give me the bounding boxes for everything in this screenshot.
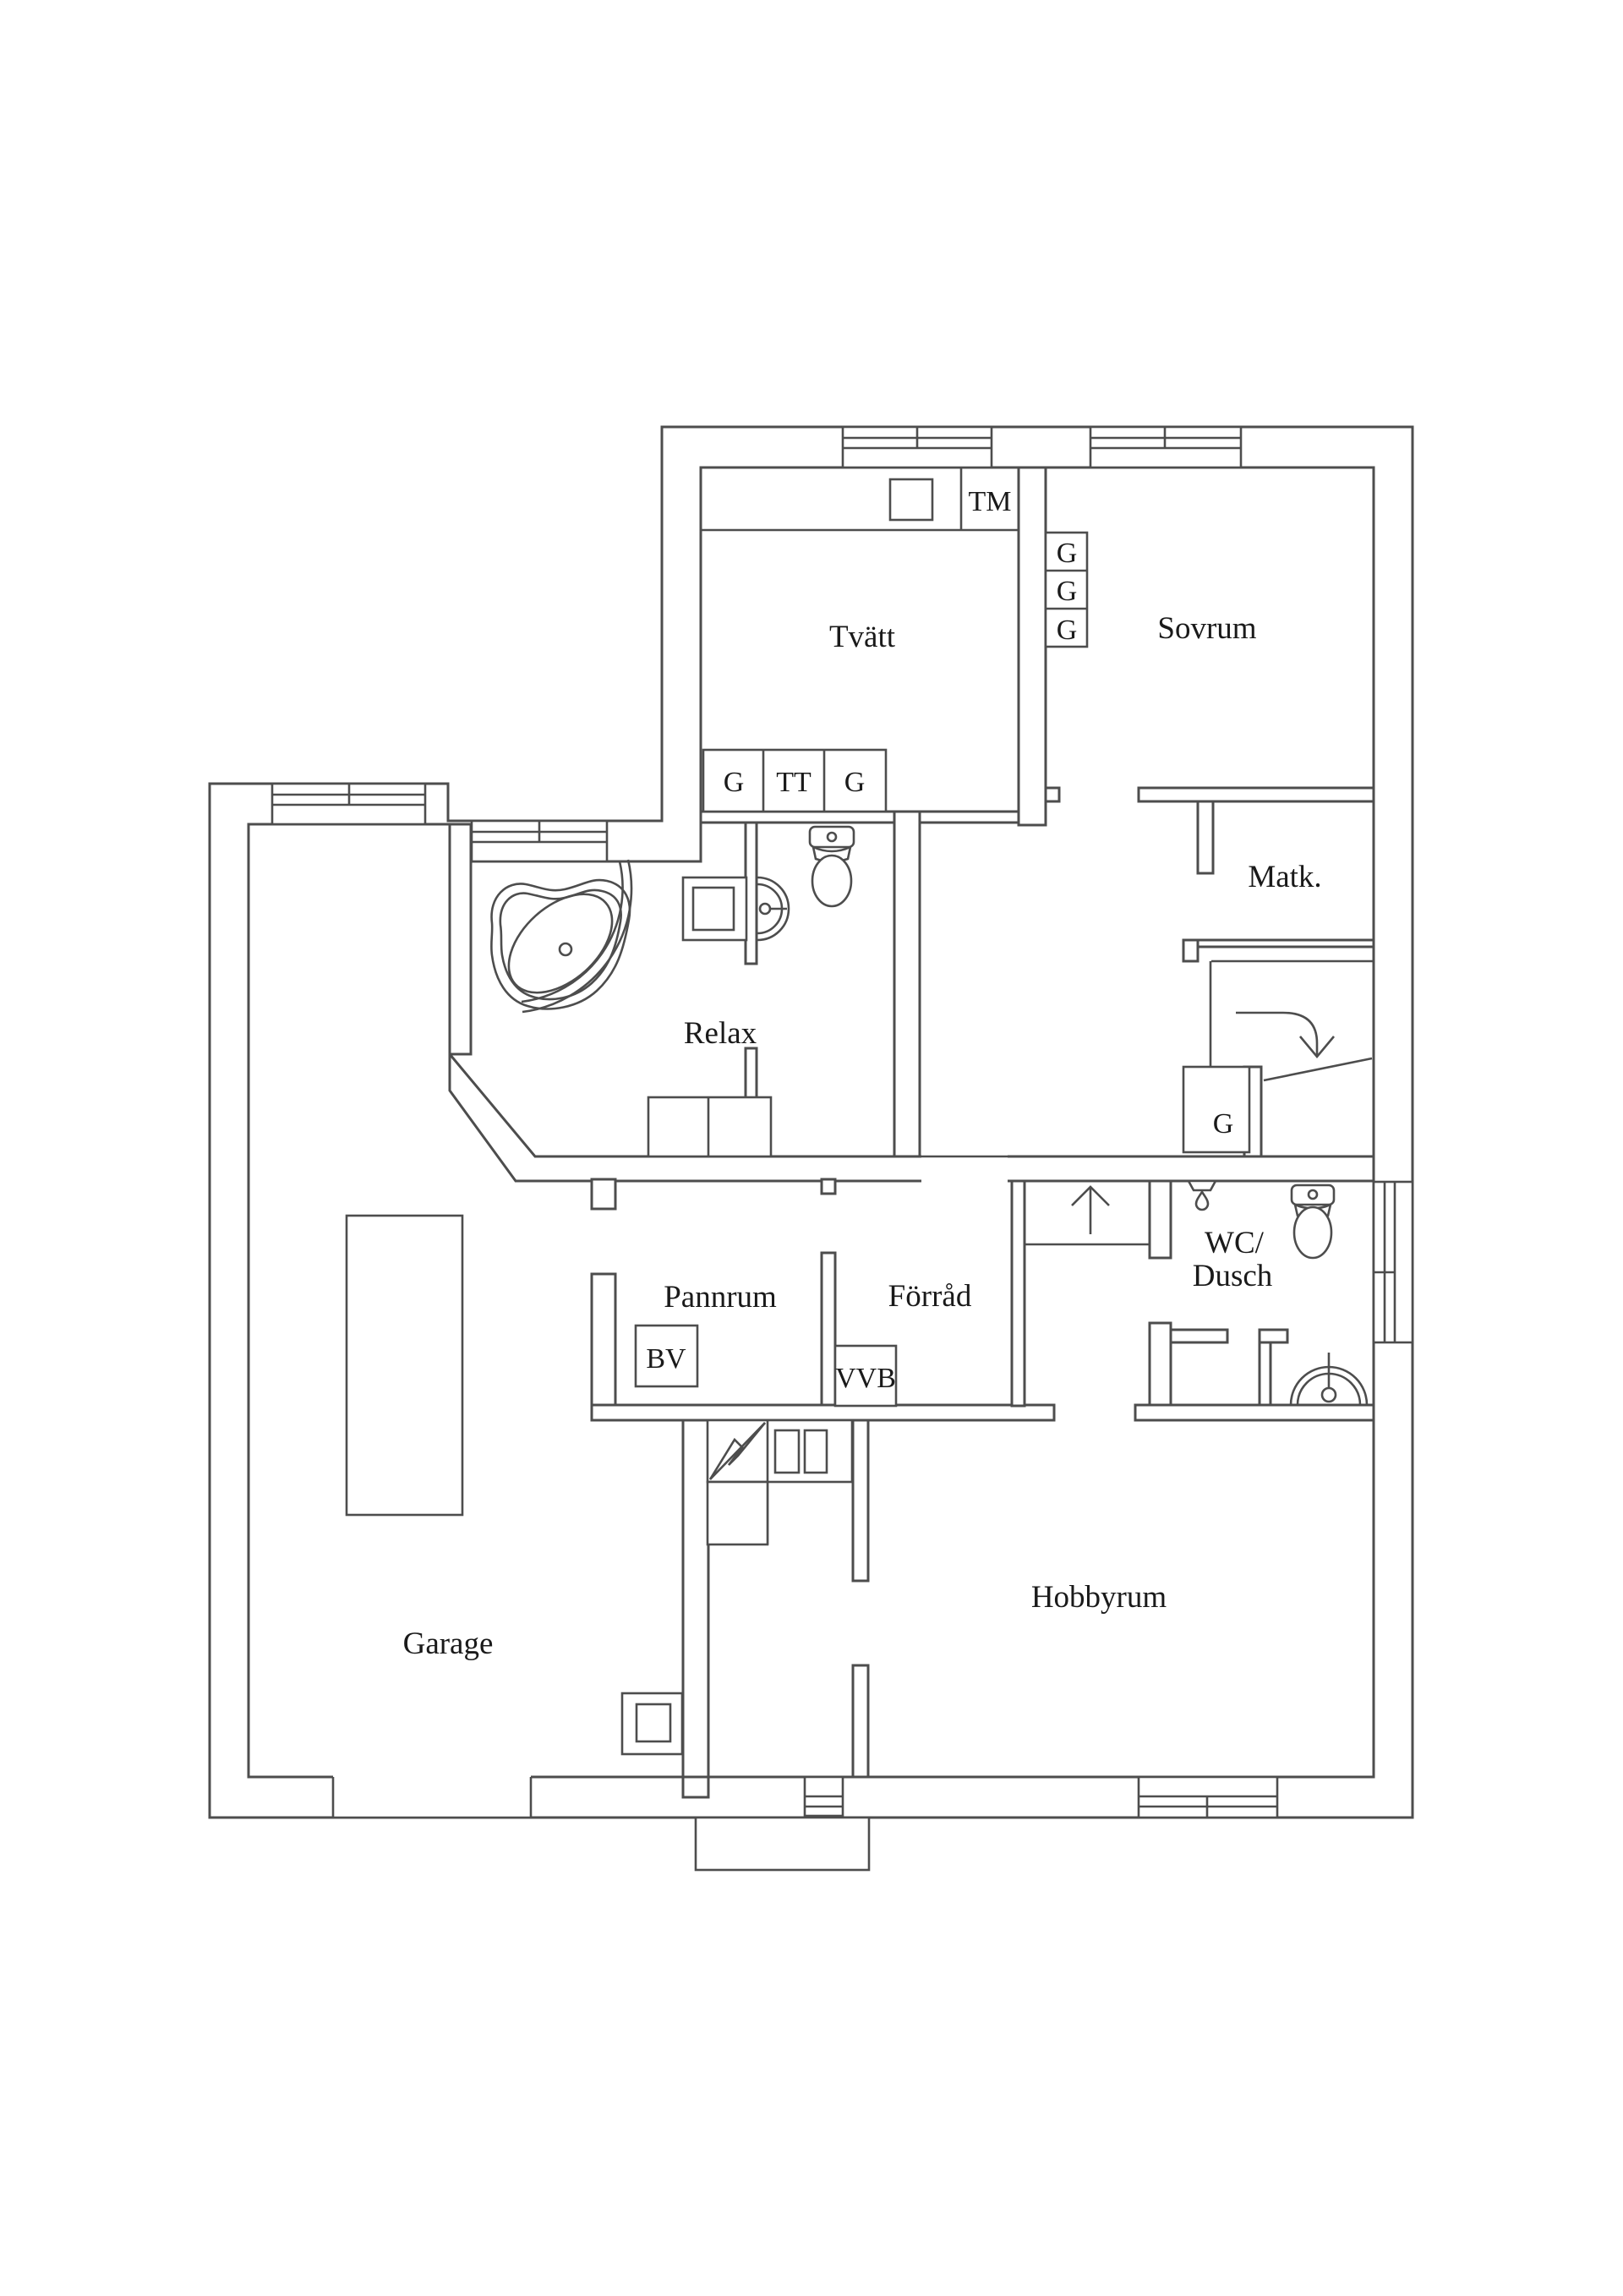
wall bbox=[820, 1251, 837, 1407]
sanitary-fixtures bbox=[489, 825, 1369, 1407]
bench-boxes bbox=[647, 1096, 773, 1158]
interior-walls bbox=[448, 466, 1375, 1799]
label-g-closet3: G bbox=[1057, 615, 1078, 646]
window bbox=[1089, 425, 1243, 469]
wall bbox=[590, 1403, 1056, 1422]
windows-and-doors bbox=[270, 425, 1414, 1872]
wall bbox=[820, 1178, 837, 1195]
heater-box-icon bbox=[681, 876, 748, 942]
closet-g-stair bbox=[1182, 1065, 1251, 1154]
label-g-closet1: G bbox=[1057, 538, 1078, 569]
window bbox=[1137, 1775, 1279, 1819]
label-bv: BV bbox=[646, 1343, 686, 1375]
wall bbox=[590, 1272, 617, 1407]
entry-stoop bbox=[694, 1816, 871, 1872]
wall bbox=[851, 1419, 870, 1583]
wall bbox=[1010, 1179, 1026, 1408]
room-label-matk: Matk. bbox=[1248, 860, 1321, 894]
closet-column-sovrum bbox=[1044, 531, 1089, 648]
staircase bbox=[1209, 959, 1374, 1082]
wall bbox=[918, 810, 1020, 824]
wall bbox=[851, 1664, 870, 1779]
shower-partition-walls bbox=[1169, 1328, 1289, 1407]
room-label-pannrum: Pannrum bbox=[664, 1280, 777, 1315]
wall bbox=[1137, 786, 1375, 803]
room-labels: Tvätt Sovrum Matk. Relax Pannrum Förråd … bbox=[403, 611, 1322, 1661]
stair-direction-arrow-icon bbox=[1236, 1011, 1335, 1059]
label-g-stair: G bbox=[1213, 1108, 1234, 1140]
workbench bbox=[345, 1214, 464, 1517]
label-g-left: G bbox=[724, 767, 745, 798]
window bbox=[470, 819, 609, 863]
toilet-icon bbox=[1290, 1184, 1336, 1260]
stair-diagonal-line bbox=[1263, 1057, 1373, 1082]
entry-vestibule bbox=[1025, 1185, 1150, 1246]
closet-row-g-tt-g bbox=[702, 748, 888, 813]
wall bbox=[1017, 466, 1047, 827]
room-label-wc-dusch-line2: Dusch bbox=[1193, 1259, 1273, 1293]
room-label-forrad: Förråd bbox=[888, 1279, 972, 1314]
curved-wall bbox=[521, 859, 633, 1014]
bathtub-icon bbox=[489, 878, 631, 1010]
boiler-bv-box bbox=[634, 1324, 699, 1388]
sink-icon bbox=[757, 876, 790, 942]
built-ins bbox=[345, 467, 1251, 1756]
wall bbox=[893, 810, 921, 1183]
wall bbox=[699, 810, 896, 824]
label-g-right: G bbox=[844, 767, 866, 798]
sink-icon bbox=[1289, 1353, 1369, 1406]
label-tm: TM bbox=[969, 486, 1012, 517]
wall bbox=[1148, 1321, 1172, 1407]
wall bbox=[1189, 938, 1375, 948]
room-label-tvatt: Tvätt bbox=[829, 620, 896, 654]
floor-drain-icon bbox=[620, 1692, 684, 1756]
wall bbox=[448, 823, 473, 1056]
laundry-sink-icon bbox=[888, 478, 934, 522]
room-label-hobbyrum: Hobbyrum bbox=[1031, 1580, 1167, 1615]
room-label-wc-dusch-line1: WC/ bbox=[1205, 1226, 1265, 1260]
water-heater-vvb-box bbox=[833, 1344, 898, 1408]
entry-arrow-icon bbox=[1071, 1185, 1110, 1234]
drain-icon bbox=[558, 942, 573, 957]
label-g-closet2: G bbox=[1057, 576, 1078, 607]
door-opening bbox=[921, 1155, 1008, 1183]
label-tt: TT bbox=[776, 767, 812, 798]
window bbox=[1372, 1180, 1414, 1344]
wall bbox=[681, 1419, 710, 1799]
room-label-relax: Relax bbox=[684, 1016, 757, 1051]
wall bbox=[1196, 800, 1215, 875]
electrical-panel-icon bbox=[706, 1419, 854, 1546]
garage-door-opening bbox=[331, 1775, 533, 1819]
room-label-sovrum: Sovrum bbox=[1157, 611, 1256, 646]
label-vvb: VVB bbox=[835, 1363, 896, 1394]
laundry-counter bbox=[701, 467, 1019, 532]
wall bbox=[1148, 1179, 1172, 1260]
wall bbox=[1134, 1403, 1375, 1422]
entry-door-steps bbox=[803, 1775, 844, 1818]
shower-icon bbox=[1186, 1179, 1218, 1211]
window bbox=[841, 425, 993, 469]
wall bbox=[1182, 938, 1199, 963]
wall bbox=[590, 1178, 617, 1211]
toilet-icon bbox=[808, 825, 855, 908]
fixture-labels: TM G G G G TT G G BV VVB bbox=[646, 486, 1233, 1394]
door-jamb bbox=[1044, 786, 1061, 803]
window bbox=[270, 782, 427, 826]
lightning-bolt-icon bbox=[708, 1422, 767, 1480]
room-label-garage: Garage bbox=[403, 1626, 494, 1661]
exterior-inner-line bbox=[247, 466, 1375, 1779]
